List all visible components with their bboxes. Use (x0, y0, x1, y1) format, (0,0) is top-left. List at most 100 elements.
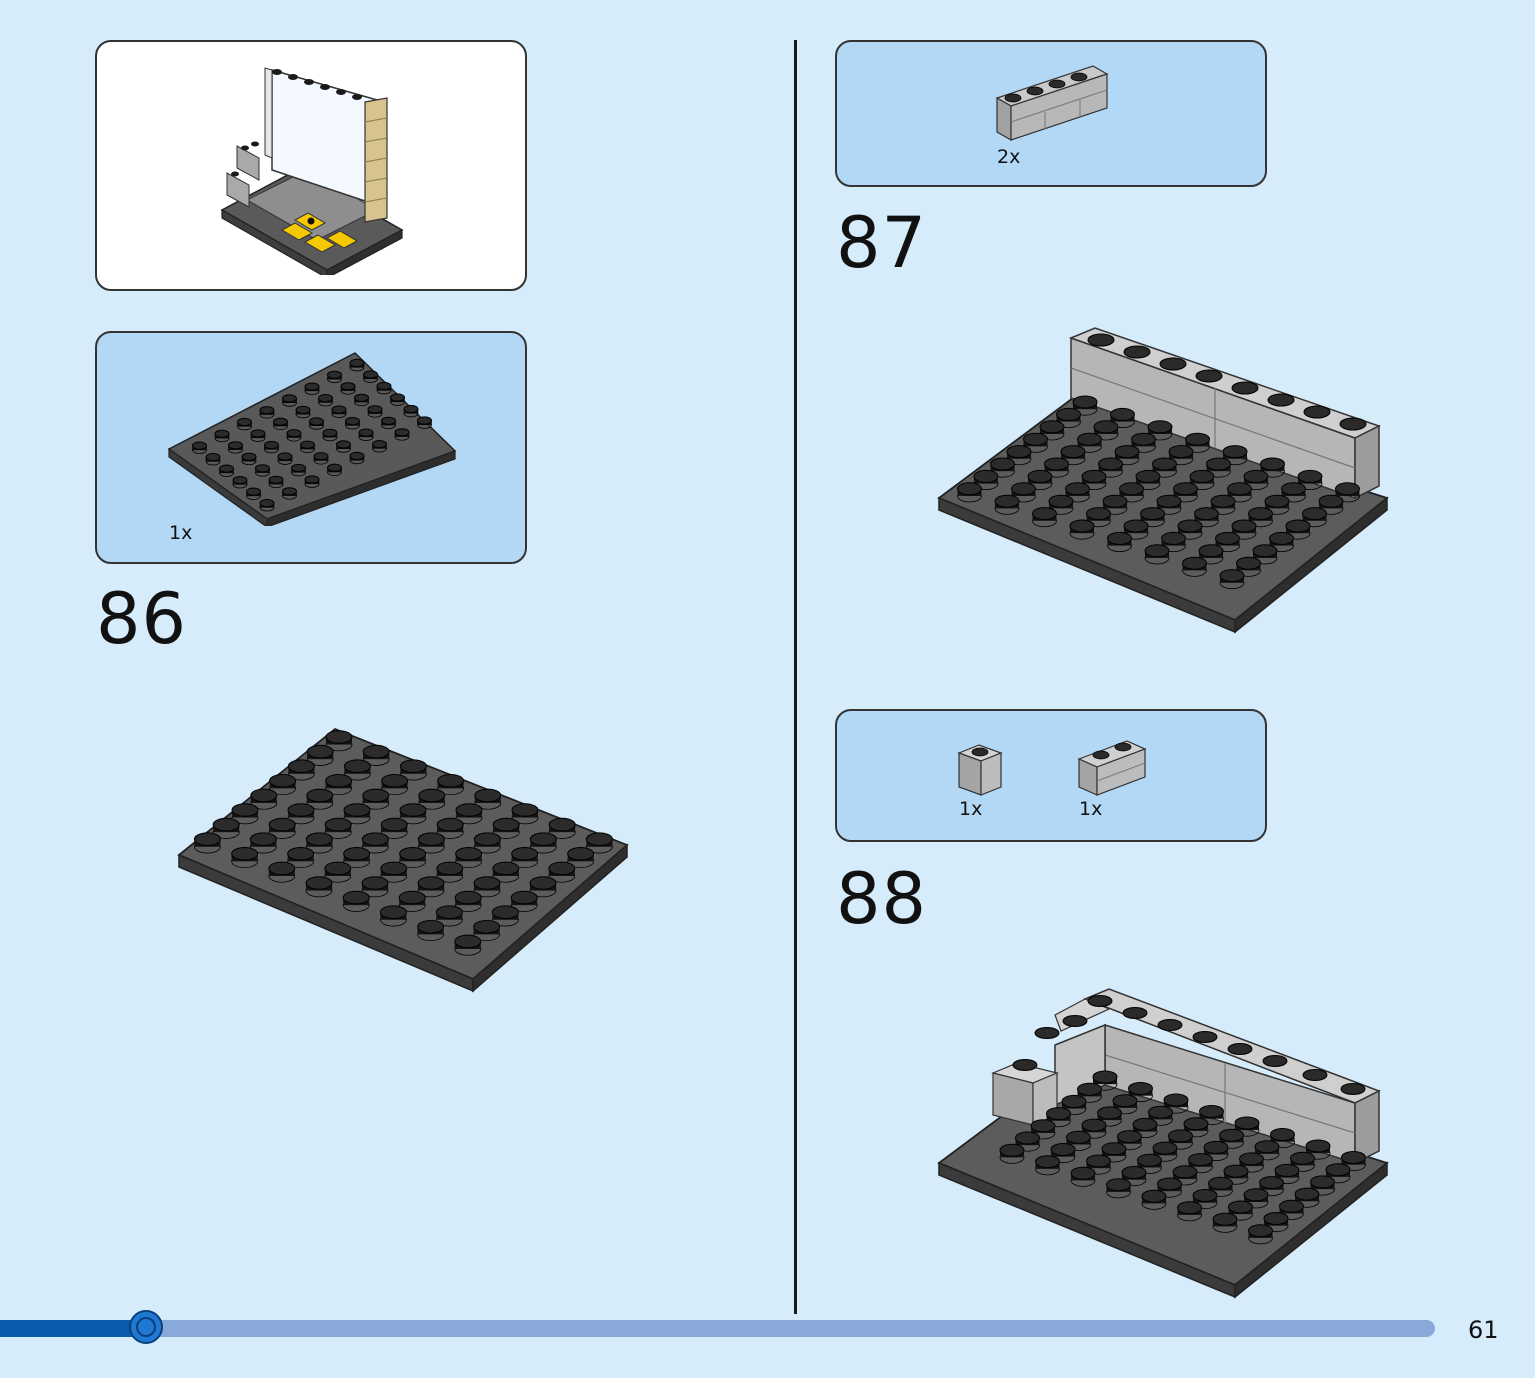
stud (1270, 1128, 1295, 1141)
stud (1152, 1141, 1178, 1155)
light-grey-brick-1x2-masonry-part (1077, 740, 1147, 796)
stud (343, 803, 371, 817)
stud (1281, 482, 1306, 496)
wall-stud (1123, 345, 1151, 359)
wall-stud (1192, 1031, 1218, 1043)
stud (567, 847, 595, 861)
stud (305, 876, 333, 890)
stud (1147, 420, 1173, 434)
stud (287, 847, 315, 861)
stud (361, 832, 389, 846)
stud (1135, 469, 1161, 483)
stud (1092, 1070, 1118, 1084)
stud (474, 788, 502, 803)
stud (1157, 1177, 1182, 1191)
stud (268, 475, 284, 484)
stud (1188, 1153, 1213, 1167)
stud (349, 358, 365, 368)
stud (1069, 519, 1095, 533)
wall-stud (1339, 417, 1367, 431)
stud (473, 832, 501, 846)
stud (1203, 1140, 1229, 1154)
stud (327, 463, 342, 472)
stud (212, 817, 240, 832)
stud (1114, 445, 1140, 459)
step-88-build-illustration (937, 988, 1389, 1299)
stud (205, 453, 221, 462)
stud (1070, 1166, 1096, 1180)
wall-stud (1340, 1083, 1366, 1095)
stud (1248, 507, 1273, 521)
stud (282, 394, 297, 403)
stud (398, 890, 426, 905)
stud (277, 452, 293, 461)
stud (1128, 1082, 1153, 1095)
stud (1044, 457, 1069, 471)
stud (1269, 531, 1294, 545)
wall-stud (1267, 393, 1295, 407)
stud (231, 847, 259, 861)
stud (403, 404, 419, 414)
stud (237, 417, 252, 427)
stud (529, 832, 557, 846)
stud (1137, 1153, 1162, 1167)
stud (305, 832, 333, 846)
stud (1310, 1175, 1335, 1189)
column-divider (794, 40, 797, 1314)
stud (327, 370, 342, 379)
stud (1101, 1142, 1127, 1156)
stud (291, 463, 306, 473)
stud (1056, 407, 1081, 421)
wall-stud (1195, 369, 1223, 383)
stud (1294, 1187, 1320, 1201)
stud (343, 847, 371, 861)
stud (1274, 1163, 1300, 1177)
stud (1183, 1117, 1209, 1131)
wall-stud (1122, 1007, 1148, 1019)
stud (437, 774, 465, 788)
stud (511, 803, 539, 817)
stud (381, 416, 396, 425)
stud (250, 429, 266, 438)
stud (1065, 482, 1090, 496)
stud (268, 861, 296, 876)
stud (1006, 445, 1032, 459)
stud (473, 920, 501, 934)
stud (300, 440, 315, 449)
stud (1121, 1166, 1147, 1179)
stud (1098, 457, 1123, 471)
stud (331, 405, 347, 414)
part-quantity: 1x (959, 798, 983, 820)
stud (342, 890, 370, 905)
stud (417, 876, 445, 890)
stud (259, 499, 275, 508)
stud (1192, 1189, 1218, 1202)
stud (973, 469, 999, 483)
stud (1032, 507, 1057, 521)
wall-stud (1262, 1055, 1288, 1067)
stud (1081, 469, 1107, 483)
wall-stud (1159, 357, 1187, 371)
wall-stud (1157, 1019, 1183, 1031)
stud (1185, 432, 1210, 446)
stud (192, 441, 207, 450)
light-grey-brick-1x4-masonry-part (995, 65, 1109, 142)
stud (241, 452, 257, 461)
stud (1228, 1200, 1253, 1214)
stud (491, 905, 519, 919)
stud (255, 464, 270, 473)
stud (1335, 482, 1360, 496)
stud (1060, 445, 1086, 459)
stud (492, 861, 520, 876)
stud (1072, 395, 1098, 409)
stud (1208, 1176, 1233, 1190)
stud (1290, 1151, 1315, 1165)
stud (1259, 1176, 1284, 1190)
stud (1243, 1188, 1269, 1202)
stud (1156, 494, 1182, 508)
stud (380, 861, 408, 876)
stud (1173, 482, 1198, 496)
stud (492, 817, 520, 832)
stud (1048, 494, 1074, 508)
stud (1341, 1151, 1366, 1164)
